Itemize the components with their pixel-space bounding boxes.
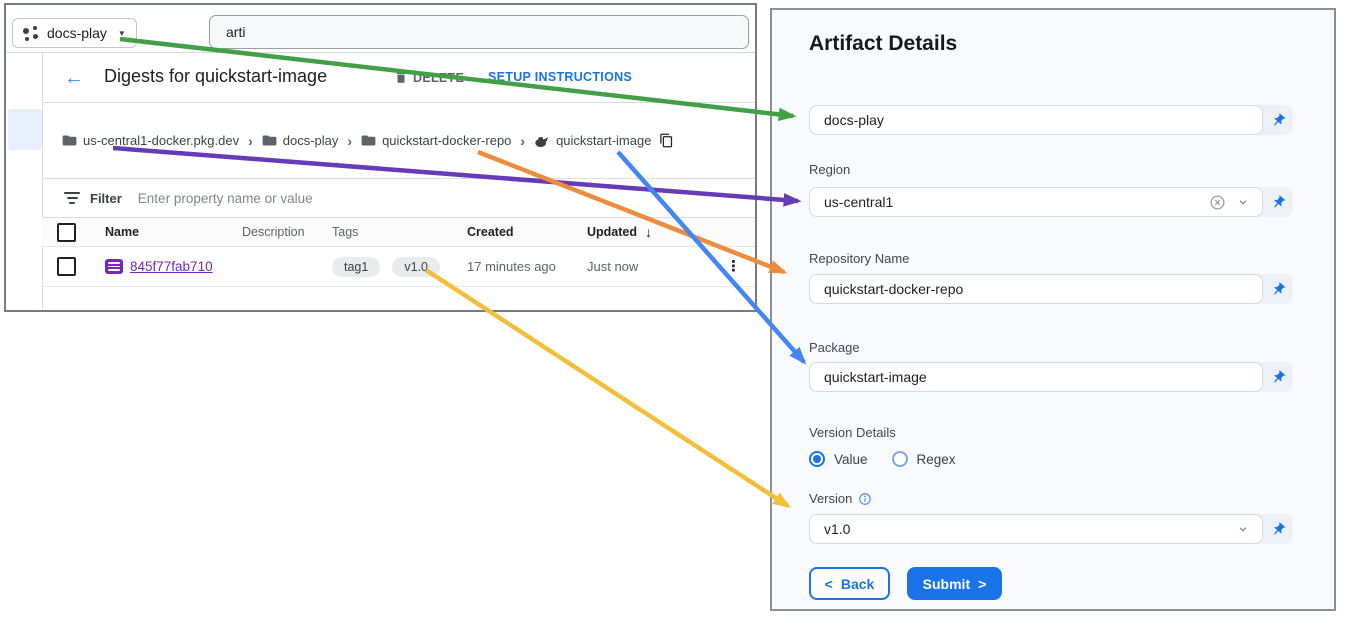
page-header: ← Digests for quickstart-image DELETE SE… [42, 53, 755, 103]
folder-icon [62, 135, 77, 146]
pin-icon[interactable] [1263, 105, 1293, 135]
info-icon[interactable] [858, 492, 872, 506]
radio-regex[interactable]: Regex [891, 451, 956, 467]
console-content: ← Digests for quickstart-image DELETE SE… [42, 53, 755, 310]
nav-selected-item[interactable] [8, 109, 42, 150]
repository-field[interactable] [810, 275, 1262, 303]
clear-icon[interactable] [1209, 194, 1226, 211]
search-input[interactable] [210, 16, 748, 48]
table-header: Name Description Tags Created Updated ↓ [42, 218, 755, 247]
breadcrumb-item-repository[interactable]: quickstart-docker-repo [361, 133, 511, 148]
filter-label: Filter [90, 190, 122, 206]
region-field[interactable] [810, 188, 1209, 216]
version-label: Version [809, 491, 872, 506]
select-all-checkbox[interactable] [57, 222, 76, 242]
console-topbar: docs-play ▼ [6, 5, 755, 53]
breadcrumb-item-host[interactable]: us-central1-docker.pkg.dev [62, 133, 239, 148]
trash-icon [396, 72, 406, 83]
version-field-row [809, 514, 1293, 544]
panel-title: Artifact Details [809, 32, 958, 55]
submit-button[interactable]: Submit > [907, 567, 1002, 600]
breadcrumb-separator: › [347, 132, 353, 149]
column-header-name: Name [105, 225, 140, 239]
row-updated: Just now [587, 259, 639, 274]
digest-icon [105, 259, 123, 274]
column-header-tags: Tags [332, 225, 359, 239]
row-created: 17 minutes ago [467, 259, 556, 274]
folder-icon [361, 135, 376, 146]
column-header-created: Created [467, 225, 514, 239]
package-field[interactable] [810, 363, 1262, 391]
row-checkbox[interactable] [57, 257, 76, 276]
chevron-left-icon: < [824, 575, 833, 592]
copy-icon[interactable] [659, 133, 674, 148]
setup-instructions-label: SETUP INSTRUCTIONS [488, 70, 633, 84]
chevron-down-icon[interactable] [1236, 195, 1250, 209]
breadcrumb-separator: › [248, 132, 253, 149]
panel-buttons: < Back Submit > [809, 567, 1002, 600]
column-header-description: Description [242, 225, 305, 239]
artifact-details-panel: Artifact Details Region Repository Name [770, 8, 1336, 611]
project-picker-label: docs-play [47, 25, 107, 41]
filter-input[interactable] [135, 189, 755, 207]
delete-button[interactable]: DELETE [394, 70, 464, 85]
package-field-row [809, 362, 1293, 392]
filter-icon [64, 192, 80, 204]
breadcrumb-separator: › [520, 132, 526, 149]
pin-icon[interactable] [1263, 362, 1293, 392]
setup-instructions-link[interactable]: SETUP INSTRUCTIONS [488, 70, 632, 84]
row-overflow-menu-icon[interactable]: ⋮ [726, 257, 741, 275]
pin-icon[interactable] [1263, 514, 1293, 544]
radio-icon [809, 451, 825, 467]
back-button[interactable]: < Back [809, 567, 890, 600]
row-tags: tag1 v1.0 [332, 256, 467, 277]
breadcrumb: us-central1-docker.pkg.dev › docs-play ›… [42, 103, 755, 178]
package-label: Package [809, 340, 860, 355]
chevron-right-icon: > [978, 575, 987, 592]
table-row: 845f77fab710 tag1 v1.0 17 minutes ago Ju… [42, 247, 755, 287]
column-header-updated[interactable]: Updated ↓ [587, 224, 652, 240]
radio-icon [891, 451, 908, 467]
tag-chip: v1.0 [392, 256, 440, 277]
breadcrumb-item-package[interactable]: quickstart-image [534, 133, 651, 148]
container-image-icon [535, 136, 549, 147]
page-title: Digests for quickstart-image [104, 66, 328, 86]
delete-label: DELETE [413, 70, 465, 85]
project-picker[interactable]: docs-play ▼ [12, 18, 137, 48]
tag-chip: tag1 [332, 256, 381, 277]
console-search-box [209, 15, 749, 49]
dropdown-caret-icon: ▼ [117, 28, 126, 38]
version-details-label: Version Details [809, 425, 896, 440]
cloud-console-window: docs-play ▼ ← Digests for quickstart-ima… [4, 3, 757, 312]
radio-value[interactable]: Value [809, 451, 868, 467]
digest-link[interactable]: 845f77fab710 [130, 259, 213, 274]
left-nav-strip [6, 53, 43, 310]
region-field-row [809, 187, 1293, 217]
repository-field-row [809, 274, 1293, 304]
back-arrow-icon[interactable]: ← [64, 67, 84, 89]
pin-icon[interactable] [1263, 274, 1293, 304]
project-field-row [809, 105, 1293, 135]
breadcrumb-item-project[interactable]: docs-play [262, 133, 338, 148]
sort-desc-icon: ↓ [645, 224, 652, 240]
region-label: Region [809, 162, 851, 177]
pin-icon[interactable] [1263, 187, 1293, 217]
project-field[interactable] [810, 106, 1262, 134]
repository-label: Repository Name [809, 251, 910, 266]
chevron-down-icon[interactable] [1236, 522, 1250, 536]
project-icon [23, 25, 38, 41]
version-details-radio-group: Value Regex [809, 451, 956, 467]
version-field[interactable] [810, 515, 1236, 543]
folder-icon [262, 135, 277, 146]
filter-bar: Filter [42, 178, 755, 218]
